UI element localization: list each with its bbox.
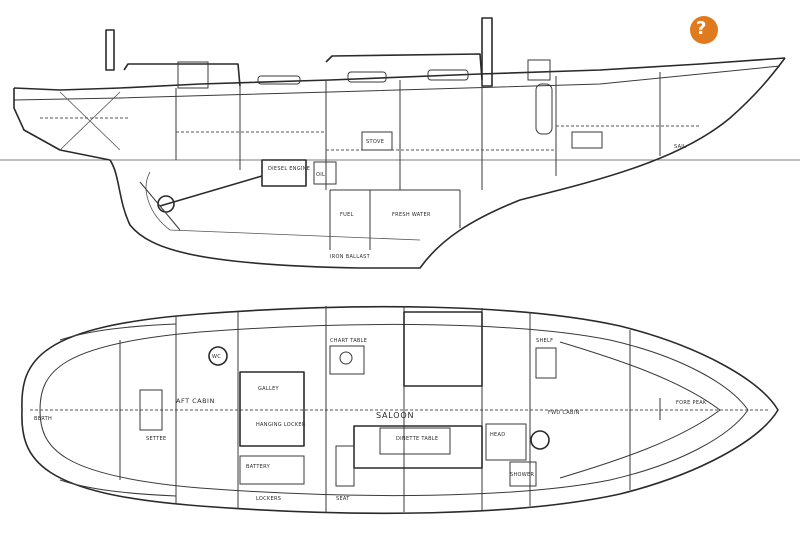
aft-berth-line-2 [59,479,177,497]
hanging-locker-shape [535,83,553,135]
hanging-label: HANGING LOCKER [256,422,306,428]
settee-label: SETTEE [146,436,166,442]
battery-label: BATTERY [246,464,271,470]
transom [13,88,111,161]
shower-label: SHOWER [510,472,534,478]
deck-line [13,65,781,101]
aft-cabin-label: AFT CABIN [176,397,215,405]
aft-berth-line [59,323,177,341]
shower-block [509,461,537,487]
sheer-line [13,57,786,91]
dinette-table [379,427,451,455]
aft-galley-block [239,371,305,447]
boat-logo-icon[interactable]: ? [690,16,718,44]
hull-plan [21,305,779,515]
ballast-label: IRON BALLAST [330,254,371,260]
aft-cabin-trunk [123,63,241,87]
berth-label: BERTH [34,416,52,422]
portlight-2 [427,69,469,81]
keel-inner [145,171,421,241]
lockers-label: LOCKERS [256,496,281,502]
rig-cross [59,91,121,151]
head-block [485,423,527,461]
seat-block [335,445,355,487]
portlight-3 [257,75,301,85]
vberth-line [559,341,721,411]
portlight-1 [347,71,387,83]
galley-label: GALLEY [258,386,280,392]
oil-label: OIL [316,172,325,178]
fwd-hatch [527,59,551,81]
shelf-label: SHELF [536,338,553,344]
vberth-line-2 [559,409,721,479]
bow-locker [571,131,603,149]
seat-label: SEAT [336,496,350,502]
engine-label: DIESEL ENGINE [268,166,310,172]
rudder [139,181,181,231]
fresh-water-label: FRESH WATER [392,212,431,218]
sail-label: SAIL [674,144,686,150]
hull-profile [109,57,786,269]
fwd-cabin-block [403,311,483,387]
mizzen-mast [105,29,115,71]
head-label: HEAD [490,432,505,438]
forepeak-label: FORE PEAK [676,400,707,406]
dinette-block [353,425,483,469]
shelf-block [535,347,557,379]
fwd-cabin-label: FWD CABIN [548,410,580,416]
battery-block [239,455,305,485]
saloon-label: SALOON [376,411,414,420]
aft-hatch [177,61,209,89]
chart-label: CHART TABLE [330,338,367,344]
fwd-wc-icon [530,430,550,450]
prop-shaft [159,175,263,207]
main-mast [481,17,493,87]
aft-wc-label: WC [212,354,221,360]
plan-view: AFT CABIN SALOON FWD CABIN GALLEY CHART … [21,305,779,515]
chart-block [329,345,365,375]
dinette-label: DINETTE TABLE [396,436,438,442]
stove-label: STOVE [366,139,384,145]
main-cabin-trunk [325,53,483,81]
profile-view: DIESEL ENGINE OIL FUEL FRESH WATER IRON … [0,17,800,269]
fuel-label: FUEL [340,212,354,218]
oil-tank [313,161,337,185]
engine [261,159,307,187]
aft-locker-block [139,389,163,431]
stove-box [361,131,393,151]
sink-icon [339,351,353,365]
aft-wc-icon [208,346,228,366]
